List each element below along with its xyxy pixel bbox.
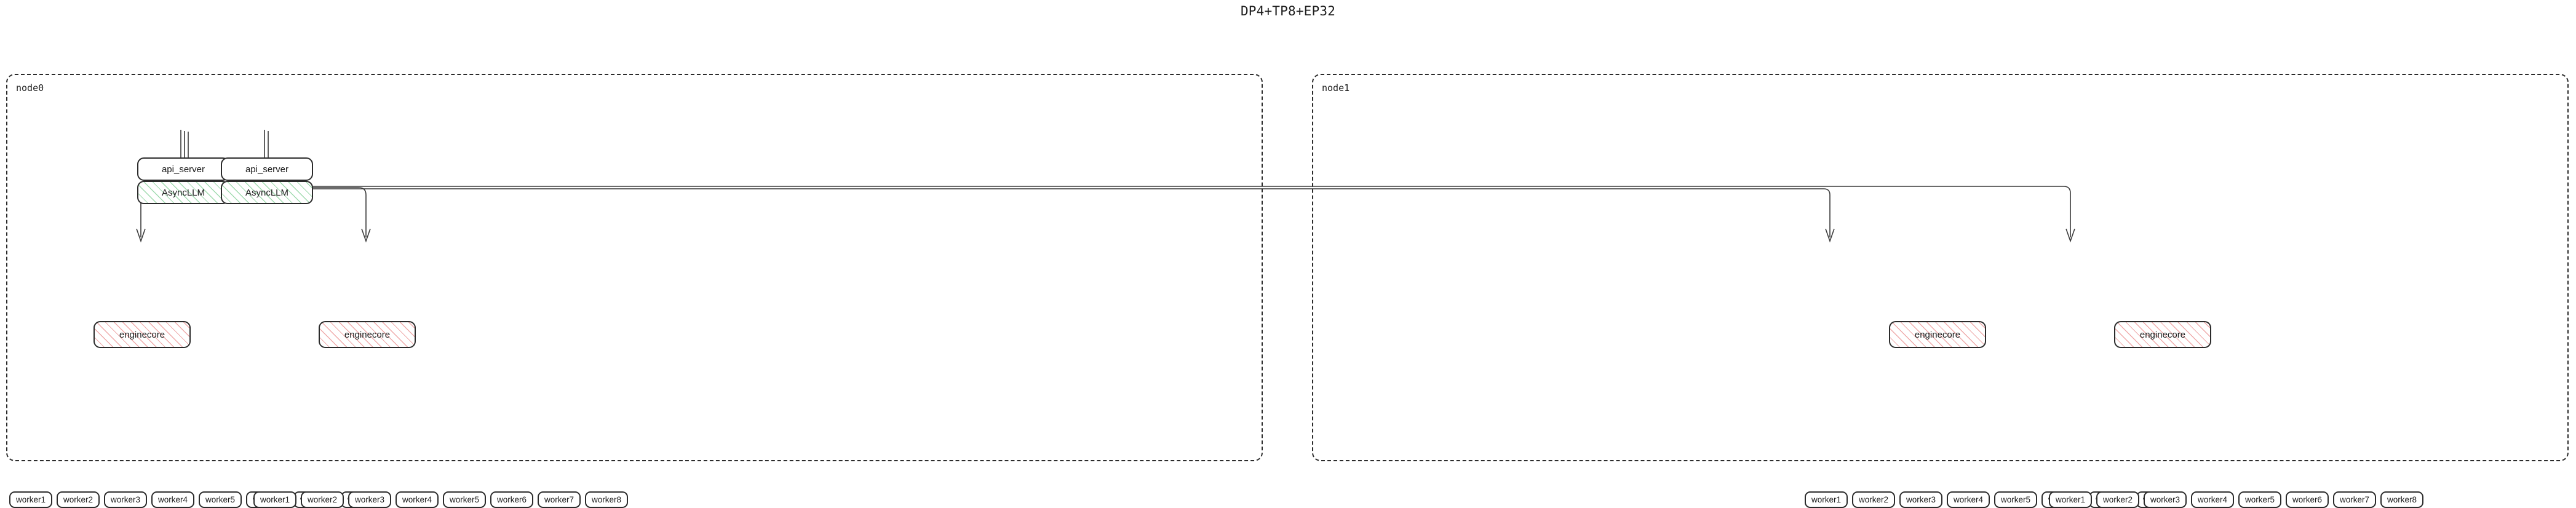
worker-box[interactable]: worker5	[199, 491, 242, 508]
worker-label: worker5	[449, 495, 479, 504]
box-label: enginecore	[2139, 329, 2186, 340]
worker-box[interactable]: worker2	[57, 491, 100, 508]
worker-label: worker5	[205, 495, 235, 504]
worker-box[interactable]: worker6	[490, 491, 533, 508]
box-label: api_server	[161, 164, 205, 175]
worker-box[interactable]: worker5	[2238, 491, 2281, 508]
enginecore-box[interactable]: enginecore	[319, 321, 416, 348]
worker-label: worker4	[402, 495, 432, 504]
worker-box[interactable]: worker6	[2286, 491, 2329, 508]
worker-label: worker3	[354, 495, 384, 504]
worker-box[interactable]: worker3	[104, 491, 147, 508]
worker-label: worker6	[2292, 495, 2322, 504]
asyncllm-box[interactable]: AsyncLLM	[221, 181, 313, 204]
worker-box[interactable]: worker7	[2333, 491, 2376, 508]
worker-box[interactable]: worker3	[348, 491, 391, 508]
worker-label: worker7	[2339, 495, 2369, 504]
worker-label: worker1	[260, 495, 290, 504]
worker-box[interactable]: worker2	[2096, 491, 2139, 508]
worker-box[interactable]: worker3	[2144, 491, 2187, 508]
worker-label: worker2	[63, 495, 93, 504]
worker-label: worker3	[2150, 495, 2180, 504]
worker-label: worker4	[1953, 495, 1983, 504]
worker-box[interactable]: worker5	[1994, 491, 2037, 508]
enginecore-box[interactable]: enginecore	[2114, 321, 2211, 348]
worker-box[interactable]: worker8	[585, 491, 628, 508]
worker-label: worker8	[2387, 495, 2417, 504]
worker-label: worker4	[157, 495, 188, 504]
worker-box[interactable]: worker1	[253, 491, 296, 508]
worker-box[interactable]: worker5	[443, 491, 486, 508]
worker-box[interactable]: worker1	[9, 491, 52, 508]
box-label: enginecore	[1914, 329, 1961, 340]
worker-group: worker1 worker2 worker3 worker4 worker5 worke…	[2049, 491, 2423, 508]
node-label: node1	[1322, 82, 1350, 93]
worker-label: worker3	[1906, 495, 1936, 504]
box-label: api_server	[245, 164, 289, 175]
worker-label: worker2	[1858, 495, 1888, 504]
box-label: AsyncLLM	[245, 187, 289, 198]
worker-box[interactable]: worker8	[2380, 491, 2423, 508]
worker-box[interactable]: worker2	[301, 491, 344, 508]
worker-label: worker1	[2055, 495, 2085, 504]
worker-group: worker1 worker2 worker3 worker4 worker5 worke…	[253, 491, 628, 508]
api-server-box[interactable]: api_server	[221, 157, 313, 181]
worker-box[interactable]: worker2	[1852, 491, 1895, 508]
page-title: DP4+TP8+EP32	[1240, 4, 1336, 18]
asyncllm-box[interactable]: AsyncLLM	[137, 181, 229, 204]
worker-label: worker3	[110, 495, 140, 504]
worker-label: worker7	[544, 495, 574, 504]
api-server-box[interactable]: api_server	[137, 157, 229, 181]
worker-label: worker2	[307, 495, 337, 504]
worker-box[interactable]: worker1	[2049, 491, 2092, 508]
worker-box[interactable]: worker4	[396, 491, 439, 508]
worker-box[interactable]: worker4	[151, 491, 194, 508]
worker-label: worker8	[591, 495, 621, 504]
worker-label: worker4	[2197, 495, 2227, 504]
box-label: enginecore	[119, 329, 165, 340]
worker-box[interactable]: worker4	[2191, 491, 2234, 508]
worker-label: worker1	[15, 495, 46, 504]
worker-box[interactable]: worker4	[1947, 491, 1990, 508]
worker-label: worker2	[2102, 495, 2133, 504]
worker-box[interactable]: worker1	[1805, 491, 1848, 508]
worker-box[interactable]: worker3	[1899, 491, 1942, 508]
enginecore-box[interactable]: enginecore	[1889, 321, 1986, 348]
box-label: AsyncLLM	[161, 187, 205, 198]
node-label: node0	[16, 82, 44, 93]
worker-label: worker5	[2000, 495, 2030, 504]
enginecore-box[interactable]: enginecore	[93, 321, 191, 348]
worker-label: worker1	[1811, 495, 1841, 504]
worker-box[interactable]: worker7	[538, 491, 581, 508]
box-label: enginecore	[344, 329, 391, 340]
worker-label: worker6	[496, 495, 527, 504]
worker-label: worker5	[2244, 495, 2275, 504]
